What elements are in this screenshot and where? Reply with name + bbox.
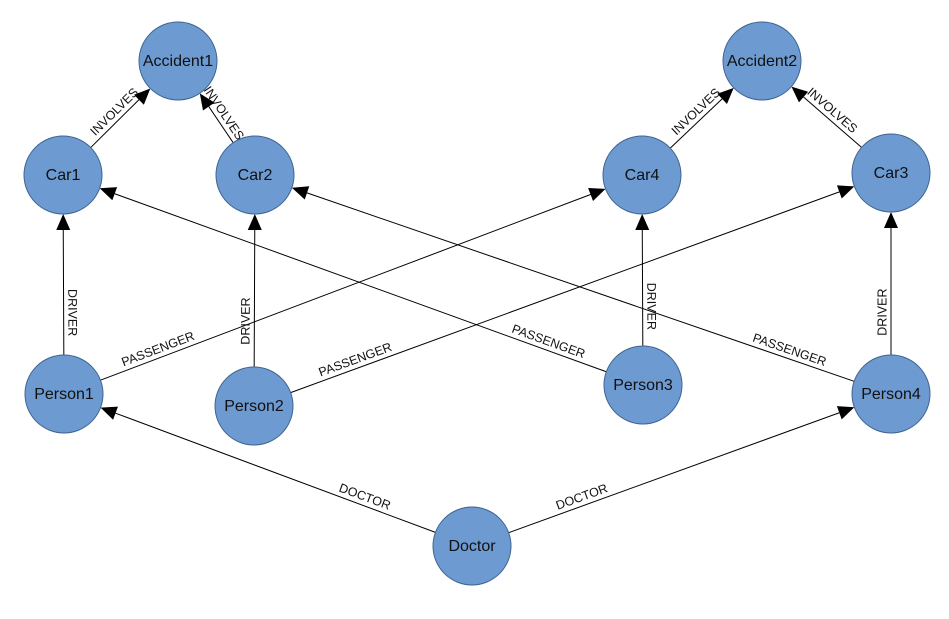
edge-line (90, 99, 140, 148)
edge-label: PASSENGER (317, 340, 394, 380)
edge-car2-accident1: INVOLVES (199, 84, 247, 143)
edge-line (290, 191, 840, 394)
node-label: Car3 (874, 165, 909, 182)
node-person4: Person4 (851, 354, 931, 434)
edge-label: DRIVER (65, 289, 79, 336)
edge-line (208, 106, 234, 143)
node-label: Person3 (613, 377, 673, 394)
node-label: Car2 (238, 167, 273, 184)
edge-line (669, 98, 723, 149)
edge-label: INVOLVES (88, 85, 142, 138)
node-label: Person1 (34, 386, 94, 403)
edge-line (62, 229, 65, 356)
edge-person2-car2: DRIVER (239, 213, 262, 368)
arrowhead-icon (588, 187, 606, 202)
node-label: Doctor (448, 538, 496, 555)
edge-line (114, 193, 607, 373)
edge-line (641, 229, 644, 347)
edge-label: DRIVER (644, 283, 658, 330)
edge-label: DOCTOR (554, 481, 609, 513)
edge-label: INVOLVES (669, 85, 723, 138)
arrowhead-icon (134, 88, 151, 105)
arrowhead-icon (635, 213, 650, 231)
node-car3: Car3 (851, 133, 931, 213)
node-label: Person2 (224, 398, 284, 415)
edge-label: DRIVER (875, 288, 889, 335)
arrowhead-icon (99, 187, 118, 201)
arrowhead-icon (836, 185, 855, 199)
edge-label: PASSENGER (120, 329, 197, 369)
node-car1: Car1 (23, 135, 103, 215)
edge-doctor-person4: DOCTOR (508, 406, 855, 534)
node-person1: Person1 (24, 354, 104, 434)
node-doctor: Doctor (432, 506, 512, 586)
arrowhead-icon (836, 406, 855, 420)
edge-car4-accident2: INVOLVES (669, 85, 734, 149)
arrowhead-icon (100, 406, 118, 420)
arrowhead-icon (717, 87, 734, 104)
node-car2: Car2 (215, 135, 295, 215)
node-label: Car4 (625, 167, 660, 184)
edge-line (100, 194, 591, 381)
node-circle (722, 21, 802, 101)
node-accident2: Accident2 (722, 21, 802, 101)
node-label: Accident1 (143, 53, 213, 70)
node-car4: Car4 (602, 135, 682, 215)
node-circle (23, 135, 103, 215)
node-circle (603, 345, 683, 425)
edge-label: DRIVER (239, 297, 253, 344)
node-accident1: Accident1 (138, 21, 218, 101)
node-label: Person4 (861, 386, 921, 403)
edge-person4-car3: DRIVER (875, 212, 898, 355)
edge-line (115, 412, 436, 533)
node-label: Car1 (46, 167, 81, 184)
node-person2: Person2 (214, 366, 294, 446)
edge-line (253, 229, 256, 368)
edge-label: DOCTOR (337, 481, 392, 513)
node-circle (24, 354, 104, 434)
node-label: Accident2 (727, 53, 797, 70)
edge-car1-accident1: INVOLVES (88, 85, 151, 148)
node-circle (602, 135, 682, 215)
arrowhead-icon (291, 186, 310, 200)
node-circle (851, 354, 931, 434)
arrowhead-icon (791, 86, 809, 103)
node-circle (214, 366, 294, 446)
node-circle (215, 135, 295, 215)
edge-label: INVOLVES (201, 84, 247, 143)
node-person3: Person3 (603, 345, 683, 425)
node-circle (432, 506, 512, 586)
edge-label: INVOLVES (804, 85, 860, 136)
edge-line (508, 412, 840, 534)
edge-car3-accident2: INVOLVES (791, 85, 862, 148)
arrowhead-icon (56, 213, 71, 231)
node-circle (851, 133, 931, 213)
edge-person1-car1: DRIVER (56, 213, 79, 356)
edges-layer: INVOLVES INVOLVES INVOLVES INVOLVES DRIVER PA… (56, 84, 898, 534)
edge-line (306, 192, 855, 382)
arrowhead-icon (884, 212, 898, 228)
edge-person3-car4: DRIVER (635, 213, 658, 347)
node-circle (138, 21, 218, 101)
arrowhead-icon (247, 213, 262, 231)
edge-person1-car4: PASSENGER (100, 187, 606, 381)
edge-line (803, 96, 862, 148)
arrowhead-icon (199, 93, 215, 111)
